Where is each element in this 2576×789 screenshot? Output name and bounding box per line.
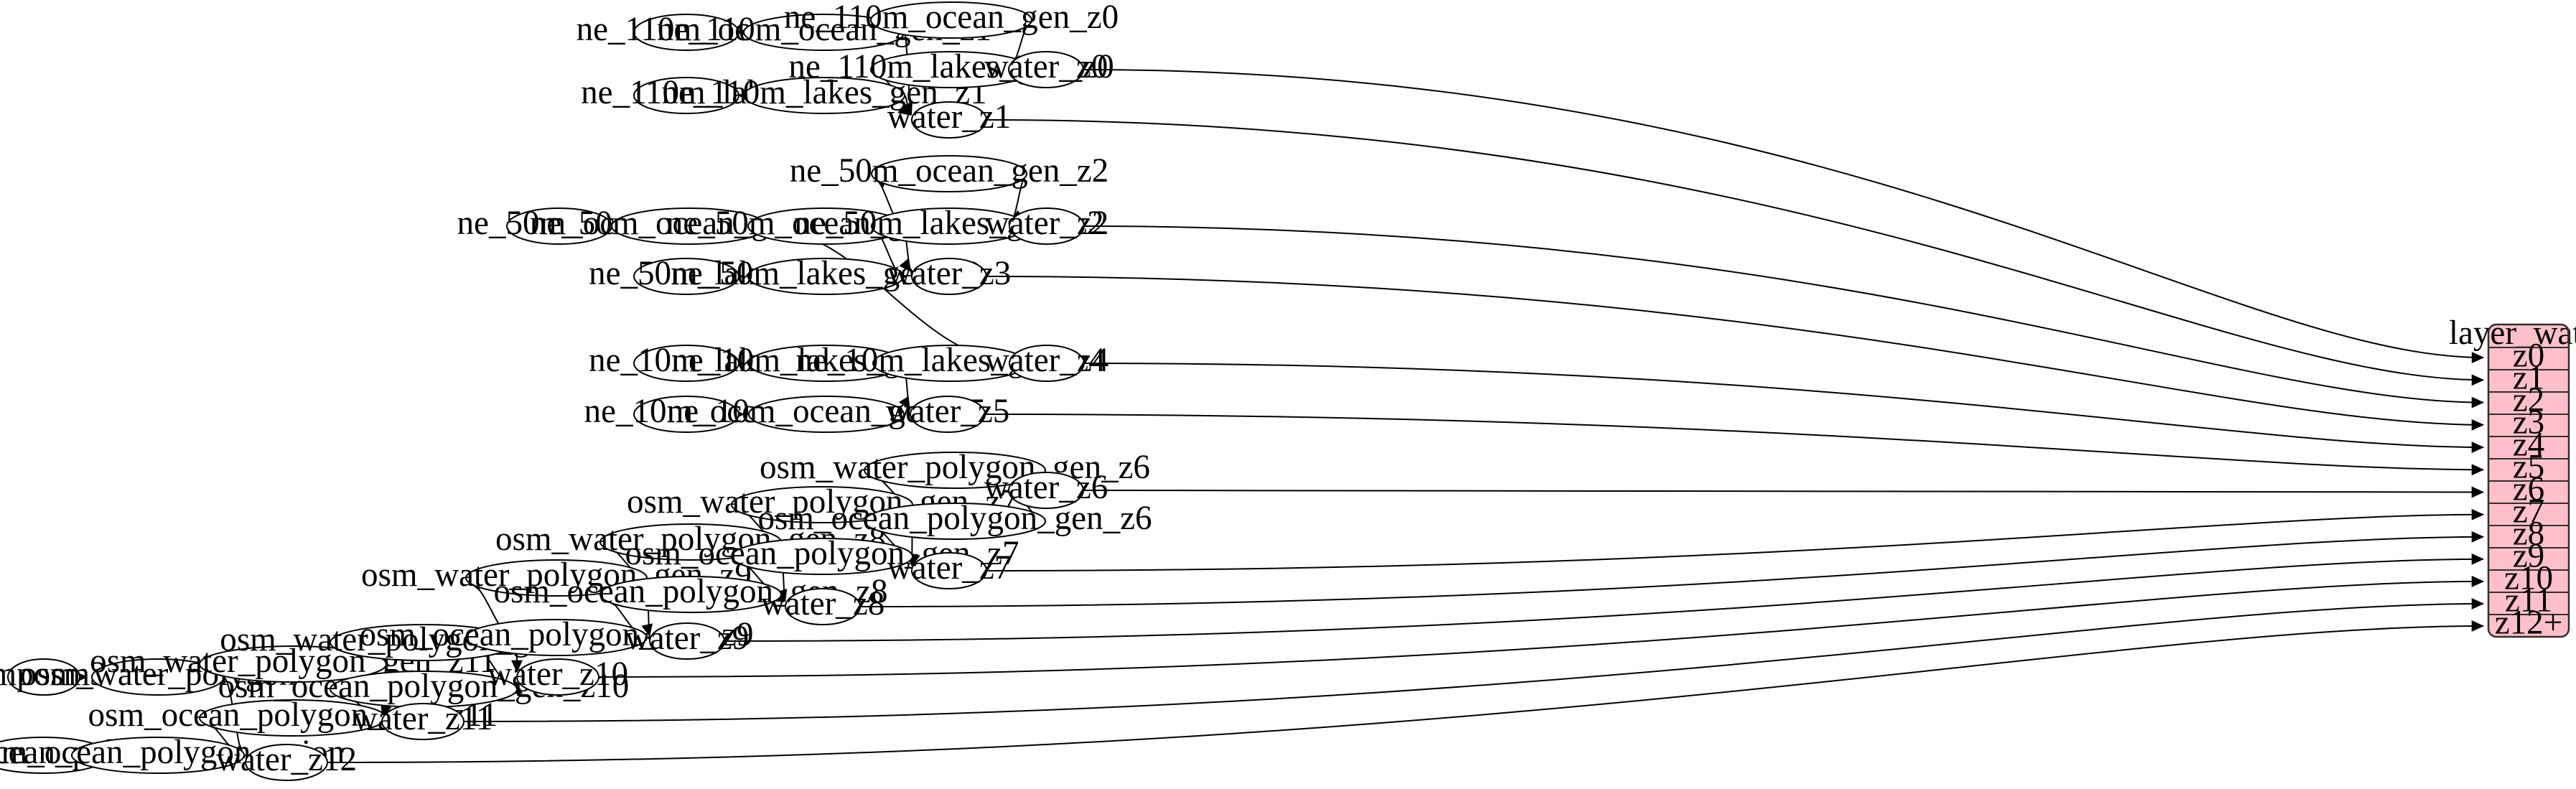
edge-arrowhead xyxy=(2472,621,2483,631)
edge-water_z11-to-layer_water-z11 xyxy=(464,604,2483,722)
node-ellipse-water_z7 xyxy=(912,553,986,589)
edge-arrowhead xyxy=(512,660,522,672)
node-ellipse-ne_10m_ocean_gen_z5 xyxy=(749,396,904,432)
node-ellipse-ne_50m_ocean_gen_z2 xyxy=(872,156,1027,192)
node-ellipse-ne_50m_lakes_gen_z3 xyxy=(748,258,903,294)
node-ellipse-water_z3 xyxy=(912,258,986,294)
node-ellipse-ne_10m_lakes_gen_z4 xyxy=(873,345,1028,381)
edge-arrowhead xyxy=(2472,532,2483,542)
node-ellipse-ne_50m_ocean_gen_z4 xyxy=(612,208,767,244)
node-ellipse-osm_ocean_polygon_gen_z9 xyxy=(466,620,647,655)
edge-water_z2-to-layer_water-z2 xyxy=(1084,226,2483,403)
node-ellipse-ne_50m_lakes xyxy=(634,258,739,294)
edge-water_z9-to-layer_water-z9 xyxy=(724,559,2483,641)
edge-arrowhead xyxy=(2472,420,2483,430)
node-ellipse-osm_water_polygon_gen_z11 xyxy=(200,646,386,682)
node-ellipse-ne_10m_ocean xyxy=(634,396,739,432)
node-ellipse-ne_110m_ocean xyxy=(634,14,739,50)
node-ellipse-water_z6 xyxy=(1009,472,1083,508)
node-ellipse-osm_ocean_polygon_gen_z11 xyxy=(200,700,386,736)
node-ellipse-water_z12 xyxy=(246,744,327,780)
node-ellipse-imposm3 xyxy=(8,659,80,695)
nodes-layer: imposm3osm_water_polygonosm_ocean_polygo… xyxy=(0,0,1152,780)
edge-arrowhead xyxy=(2472,464,2483,475)
edge-water_z4-to-layer_water-z4 xyxy=(1084,363,2483,447)
edge-water_z3-to-layer_water-z3 xyxy=(986,276,2483,425)
node-ellipse-ne_110m_lakes_gen_z1 xyxy=(744,78,905,113)
edge-water_z5-to-layer_water-z5 xyxy=(985,414,2483,470)
node-ne_50m_ocean_gen_z2[interactable]: ne_50m_ocean_gen_z2 xyxy=(790,152,1109,192)
node-ellipse-water_z5 xyxy=(910,396,985,432)
edge-arrowhead xyxy=(2472,375,2483,385)
node-water_z5[interactable]: water_z5 xyxy=(886,393,1010,432)
edge-water_z6-to-layer_water-z6 xyxy=(1083,490,2483,492)
edge-water_z0-to-layer_water-z0 xyxy=(1083,70,2483,358)
edge-water_z7-to-layer_water-z7 xyxy=(986,515,2483,571)
node-ellipse-water_z11 xyxy=(382,704,464,739)
edge-arrowhead xyxy=(2472,353,2483,363)
edge-arrowhead xyxy=(2472,554,2483,564)
node-ellipse-osm_ocean_polygon_gen_z6 xyxy=(864,503,1045,539)
node-ellipse-water_z1 xyxy=(912,102,986,138)
edge-arrowhead xyxy=(642,624,652,636)
edge-water_z1-to-layer_water-z1 xyxy=(986,120,2483,380)
edge-arrowhead xyxy=(900,397,910,409)
edge-arrowhead xyxy=(900,259,910,271)
node-water_z1[interactable]: water_z1 xyxy=(887,98,1012,138)
layer-water-table-outline xyxy=(2488,325,2569,637)
node-ellipse-osm_water_polygon_gen_z6 xyxy=(864,452,1045,488)
node-ellipse-water_z8 xyxy=(785,589,860,625)
edge-arrowhead xyxy=(2472,510,2483,520)
node-ellipse-water_z0 xyxy=(1009,52,1083,88)
node-osm_water_polygon_gen_z6[interactable]: osm_water_polygon_gen_z6 xyxy=(760,449,1150,488)
node-ellipse-water_z2 xyxy=(1009,208,1084,244)
node-ellipse-water_z4 xyxy=(1009,345,1084,381)
node-ellipse-osm_ocean_polygon_gen_z8 xyxy=(600,576,781,612)
node-ellipse-osm_ocean_polygon_union xyxy=(72,737,244,773)
node-ellipse-ne_50m_lakes_gen_z2 xyxy=(872,208,1027,244)
node-ellipse-osm_ocean_polygon_gen_z10 xyxy=(330,671,517,707)
node-ellipse-water_z10 xyxy=(517,659,599,695)
edge-arrowhead xyxy=(2472,442,2483,452)
edge-water_z10-to-layer_water-z10 xyxy=(599,582,2483,677)
node-ellipse-ne_110m_ocean_gen_z0 xyxy=(871,2,1032,38)
node-ellipse-osm_ocean_polygon_gen_z7 xyxy=(732,538,913,574)
node-imposm3[interactable]: imposm3 xyxy=(0,655,107,695)
node-ellipse-osm_water_polygon_gen_z9 xyxy=(466,560,647,596)
edge-water_z8-to-layer_water-z8 xyxy=(860,537,2483,607)
edge-arrowhead xyxy=(2472,599,2483,609)
record-table-layer: layer_waterz0z1z2z3z4z5z6z7z8z9z10z11z12… xyxy=(2449,314,2576,641)
edge-arrowhead xyxy=(898,104,910,115)
node-ellipse-ne_110m_lakes xyxy=(634,78,739,113)
node-ellipse-ne_50m_ocean xyxy=(507,208,612,244)
edge-arrowhead xyxy=(2472,487,2483,497)
edge-arrowhead xyxy=(2472,397,2483,407)
node-ellipse-ne_10m_lakes xyxy=(634,345,739,381)
edge-water_z12-to-layer_water-z12+ xyxy=(327,626,2483,762)
node-ellipse-water_z9 xyxy=(650,623,724,659)
node-ellipse-ne_110m_lakes_gen_z0 xyxy=(871,52,1032,88)
node-ellipse-osm_water_polygon xyxy=(92,659,224,695)
edge-arrowhead xyxy=(2472,576,2483,587)
